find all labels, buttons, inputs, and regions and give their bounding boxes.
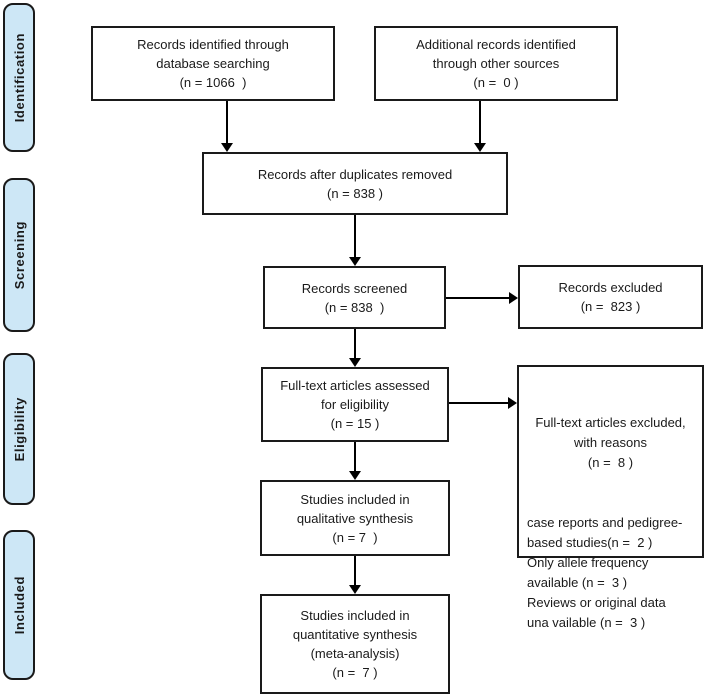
box-qualitative-synthesis: Studies included in qualitative synthesi… (260, 480, 450, 556)
box-records-screened-text: Records screened (n = 838 ) (301, 280, 408, 315)
box-records-excluded-text: Records excluded (n = 823 ) (558, 280, 663, 314)
arrow-identified-to-duplicates (226, 101, 228, 143)
box-qualitative-synthesis-text: Studies included in qualitative synthesi… (296, 491, 414, 545)
arrow-additional-to-duplicates (479, 101, 481, 143)
box-fulltext-excluded-reasons: case reports and pedigree- based studies… (527, 515, 683, 630)
stage-label-eligibility-text: Eligibility (11, 396, 27, 462)
box-quantitative-synthesis-text: Studies included in quantitative synthes… (292, 608, 418, 680)
arrow-screened-to-excluded (446, 297, 509, 299)
box-fulltext-assessed: Full-text articles assessed for eligibil… (261, 367, 449, 442)
box-fulltext-excluded-header: Full-text articles excluded, with reason… (535, 415, 686, 470)
box-fulltext-assessed-text: Full-text articles assessed for eligibil… (280, 378, 430, 431)
arrow-duplicates-to-screened (354, 215, 356, 257)
stage-label-screening: Screening (3, 178, 35, 332)
box-records-screened: Records screened (n = 838 ) (263, 266, 446, 329)
box-additional-records-text: Additional records identified through ot… (416, 37, 576, 90)
stage-label-identification: Identification (3, 3, 35, 152)
stage-label-eligibility: Eligibility (3, 353, 35, 505)
arrow-fulltext-to-excluded (449, 402, 508, 404)
box-records-identified-text: Records identified through database sear… (137, 37, 289, 90)
stage-label-included-text: Included (11, 575, 27, 635)
box-after-duplicates-removed-text: Records after duplicates removed (n = 83… (257, 166, 453, 201)
stage-label-included: Included (3, 530, 35, 680)
box-after-duplicates-removed: Records after duplicates removed (n = 83… (202, 152, 508, 215)
stage-label-identification-text: Identification (11, 32, 27, 123)
box-records-excluded: Records excluded (n = 823 ) (518, 265, 703, 329)
arrow-screened-to-fulltext (354, 329, 356, 358)
arrow-fulltext-to-qualitative (354, 442, 356, 471)
arrow-qualitative-to-quantitative (354, 556, 356, 585)
box-records-identified: Records identified through database sear… (91, 26, 335, 101)
box-additional-records: Additional records identified through ot… (374, 26, 618, 101)
box-quantitative-synthesis: Studies included in quantitative synthes… (260, 594, 450, 694)
box-fulltext-excluded: Full-text articles excluded, with reason… (517, 365, 704, 630)
stage-label-screening-text: Screening (11, 220, 27, 290)
